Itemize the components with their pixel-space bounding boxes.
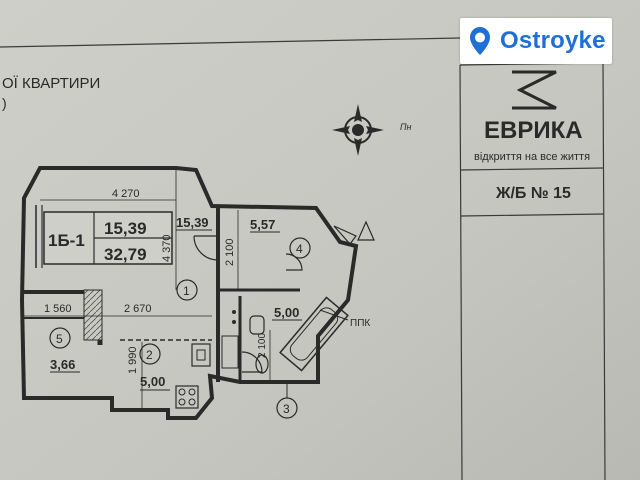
total-area: 32,79 [104,245,147,264]
room-number-4: 4 [296,242,303,256]
room-marker-2 [139,343,161,365]
stove-burner [188,388,196,396]
room3-area: 5,00 [274,305,299,320]
room1-area: 15,39 [176,215,209,230]
room2-area: 5,00 [140,374,165,389]
watermark-brand: Ostroyke [500,27,606,54]
brand-block-divider [460,167,605,171]
room-number-2: 2 [146,348,153,362]
kitchen-sink [191,343,211,367]
brand-block-left-border [459,64,463,480]
room4-area: 5,57 [250,217,275,232]
room-number-3: 3 [283,402,290,416]
room-marker-1 [176,279,198,301]
dim-hall-width: 2 100 [224,238,236,266]
toilet [255,354,269,374]
brand-block-right-border [602,62,606,480]
dim-loggia-width: 1 560 [44,303,72,315]
brand-name: ЕВРИКА [484,117,583,144]
sigma-logo-icon [512,70,557,110]
building-label: Ж/Б № 15 [495,185,571,202]
bath-sink [249,315,265,335]
dim-top-width: 4 270 [112,188,140,200]
door-entrance [333,225,357,245]
floor-plan [19,166,375,420]
outer-wall [19,166,359,420]
stove-burner [188,398,196,406]
stove-burner [178,398,186,406]
header-title-fragment: ОЇ КВАРТИРИ [2,75,100,92]
brand-block-divider-2 [460,213,605,217]
entry-triangle [357,220,375,241]
bath-tub-inner [289,307,339,361]
brand-tagline: відкриття на все життя [474,151,590,163]
door-hall [285,253,303,271]
dim-kitchen-width: 2 670 [124,303,152,315]
column-hatch [83,289,103,341]
dim-room1-height: 4 370 [161,234,173,262]
bath-tub [279,296,349,372]
compass-label: Пн [400,122,412,132]
washer-unit [221,335,239,369]
riser-dot [232,320,236,324]
room-number-1: 1 [183,284,190,298]
room5-area: 3,66 [50,357,75,372]
stove-burner [178,388,186,396]
room-number-5: 5 [56,332,63,346]
dim-bath-height: 2 100 [257,333,268,358]
ppk-leader [319,309,349,321]
riser-dot [232,310,236,314]
ppk-label: ППК [350,318,370,329]
kitchen-sink-basin [196,349,206,361]
apartment-type: 1Б-1 [48,231,85,250]
pin-o-logo-icon [460,18,500,64]
compass-rose-icon [332,104,384,156]
room-marker-4 [289,237,311,259]
living-area: 15,39 [104,219,147,238]
dim-kitchen-height: 1 990 [127,346,139,374]
header-subtitle-fragment: ) [2,95,7,111]
room-marker-5 [49,327,71,349]
watermark-badge: Ostroyke [460,18,612,64]
frame-top-line [0,37,461,48]
kitchen-stove [175,385,199,409]
door-room1 [193,235,219,261]
